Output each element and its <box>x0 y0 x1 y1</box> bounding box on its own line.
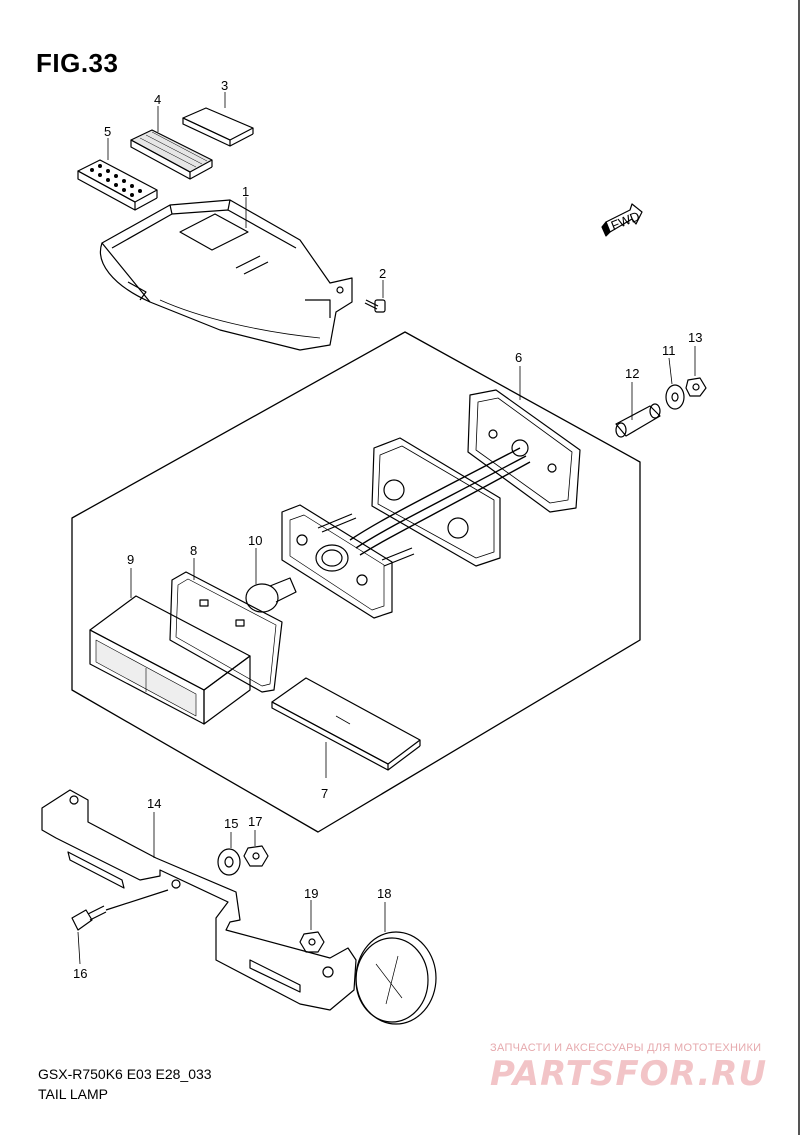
watermark-logo: PARTSFOR.RU <box>490 1054 768 1094</box>
part-1-housing <box>100 199 353 351</box>
part-4-reflector <box>130 129 213 180</box>
callout-2: 2 <box>379 266 386 281</box>
part-16-bolt <box>71 889 169 931</box>
subassembly-boundary <box>71 331 641 833</box>
callout-18: 18 <box>377 886 391 901</box>
callout-7: 7 <box>321 786 328 801</box>
socket-plate <box>281 504 415 619</box>
assembly-name: TAIL LAMP <box>38 1086 109 1102</box>
figure-title: FIG.33 <box>36 48 119 78</box>
part-13-nut <box>685 377 707 397</box>
part-17-nut <box>243 845 269 867</box>
callout-15: 15 <box>224 816 238 831</box>
callout-17: 17 <box>248 814 262 829</box>
callout-10: 10 <box>248 533 262 548</box>
callout-8: 8 <box>190 543 197 558</box>
callout-3: 3 <box>221 78 228 93</box>
wire-harness <box>349 447 531 556</box>
watermark-tagline: ЗАПЧАСТИ И АКСЕССУАРЫ ДЛЯ МОТОТЕХНИКИ <box>490 1042 762 1054</box>
part-12-spacer <box>615 403 661 438</box>
part-7-cover <box>271 677 421 771</box>
part-14-bracket <box>41 789 357 1011</box>
callout-19: 19 <box>304 886 318 901</box>
callout-numbers: 1 2 3 4 5 6 7 8 9 10 11 12 13 14 15 16 1… <box>73 78 702 981</box>
callout-12: 12 <box>625 366 639 381</box>
part-11-washer <box>665 384 685 410</box>
callout-16: 16 <box>73 966 87 981</box>
callout-14: 14 <box>147 796 161 811</box>
part-19-nut <box>299 931 325 953</box>
callout-13: 13 <box>688 330 702 345</box>
callout-5: 5 <box>104 124 111 139</box>
part-3-pad <box>182 107 254 147</box>
part-5-dotted-pad <box>77 159 158 211</box>
part-18-round-reflector <box>355 931 437 1025</box>
model-code: GSX-R750K6 E03 E28_033 <box>38 1066 212 1082</box>
fwd-label: FWD <box>609 208 642 233</box>
part-2-screw <box>364 299 386 313</box>
callout-4: 4 <box>154 92 161 107</box>
callout-leaders <box>77 92 696 965</box>
forward-arrow-icon: FWD <box>601 203 643 237</box>
callout-6: 6 <box>515 350 522 365</box>
callout-11: 11 <box>662 343 676 358</box>
part-8-gasket <box>169 571 283 693</box>
frame-edge <box>798 0 800 1135</box>
part-9-lens <box>89 595 251 725</box>
callout-9: 9 <box>127 552 134 567</box>
part-15-washer <box>217 848 241 876</box>
part-6-holder <box>371 389 581 567</box>
callout-1: 1 <box>242 184 249 199</box>
